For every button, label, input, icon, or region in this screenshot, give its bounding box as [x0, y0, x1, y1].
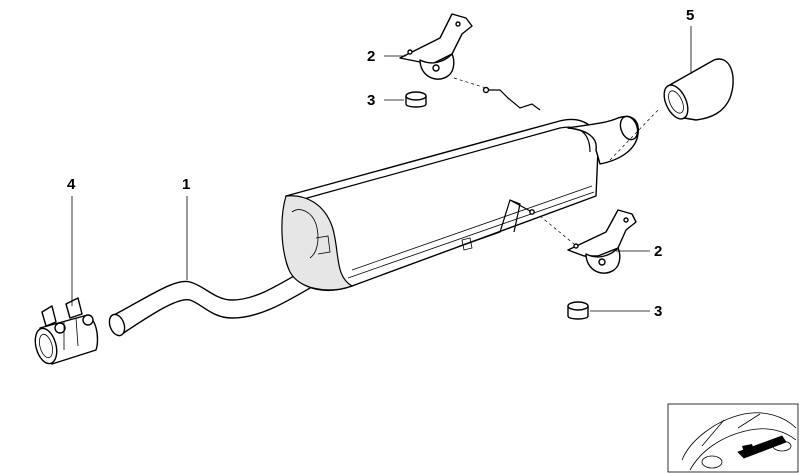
tailpipe-trim [663, 58, 734, 121]
callout-3-upper: 3 [367, 92, 375, 109]
rear-silencer [108, 86, 639, 337]
leader-lines [71, 26, 692, 312]
grommet-lower [567, 301, 589, 320]
vehicle-locator-thumbnail [667, 403, 799, 473]
grommet-upper [405, 91, 427, 108]
callout-labels: 1 4 5 2 3 2 3 [67, 7, 694, 320]
rubber-mount-upper [399, 13, 473, 80]
locator-highlight [737, 435, 787, 459]
callout-2-lower: 2 [654, 243, 662, 260]
callout-2-upper: 2 [367, 48, 375, 65]
callout-3-lower: 3 [654, 303, 662, 320]
callout-1: 1 [182, 176, 190, 193]
callout-5: 5 [686, 7, 694, 24]
pipe-clamp [34, 297, 99, 365]
callout-4: 4 [67, 176, 76, 193]
rubber-mount-lower [567, 209, 637, 274]
